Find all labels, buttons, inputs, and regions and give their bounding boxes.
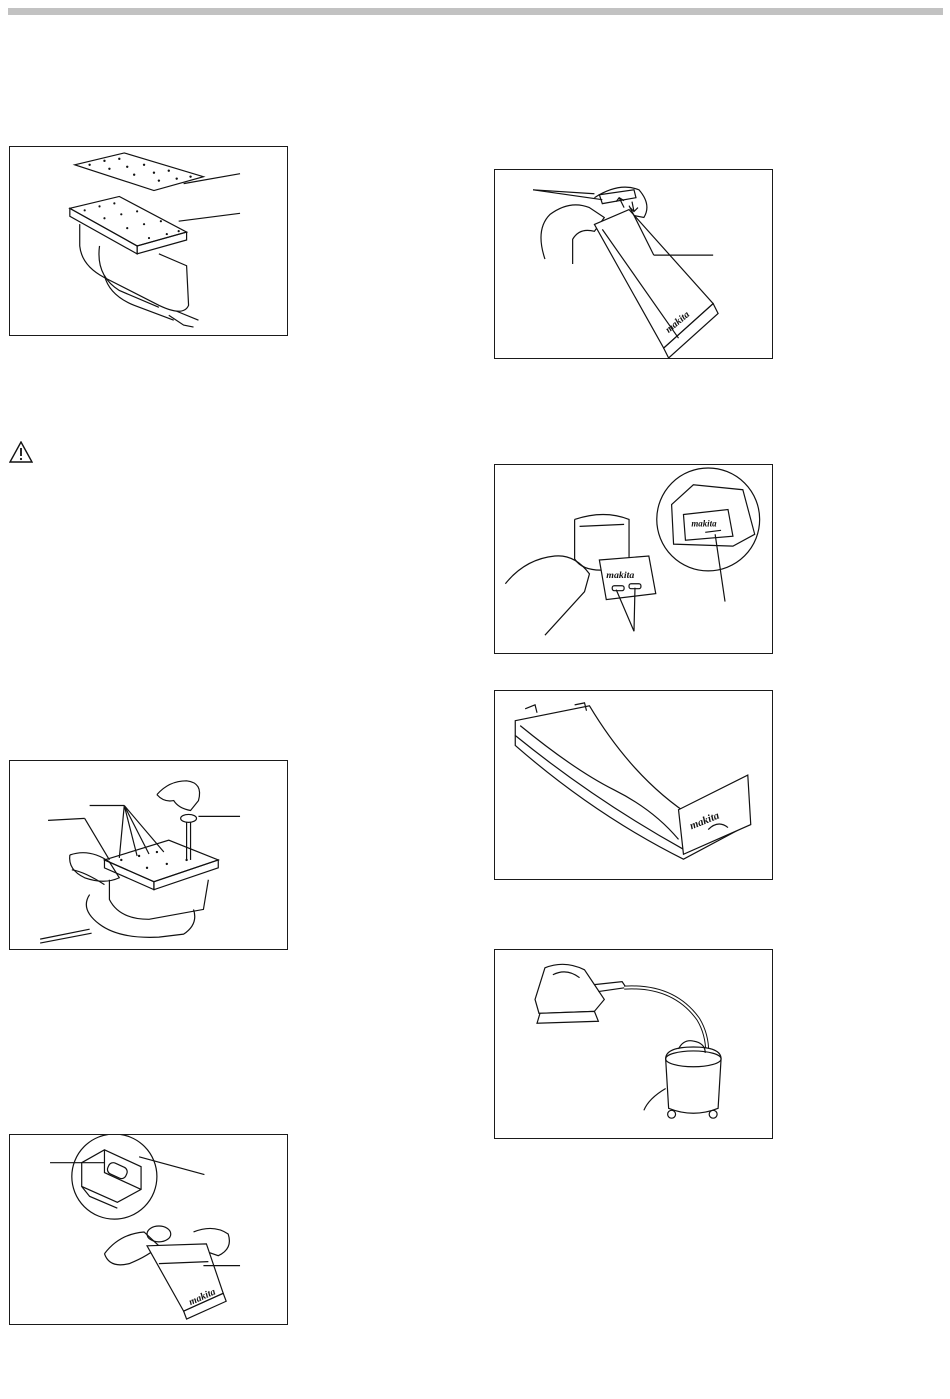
figure-dust-bag-install: makita: [9, 1134, 288, 1325]
warning-triangle-icon: [9, 441, 33, 463]
figure-punch-plate: [9, 760, 288, 950]
figure-vacuum-connection: [494, 949, 773, 1139]
figure-dust-bag-clip: makita makita: [494, 464, 773, 654]
svg-text:makita: makita: [606, 570, 634, 581]
svg-text:makita: makita: [691, 518, 717, 528]
figure-dust-bag-empty: makita: [494, 690, 773, 880]
figure-pad-and-sheet: [9, 146, 288, 336]
figure-dust-bag-open: makita: [494, 169, 773, 359]
header-rule: [8, 8, 943, 15]
